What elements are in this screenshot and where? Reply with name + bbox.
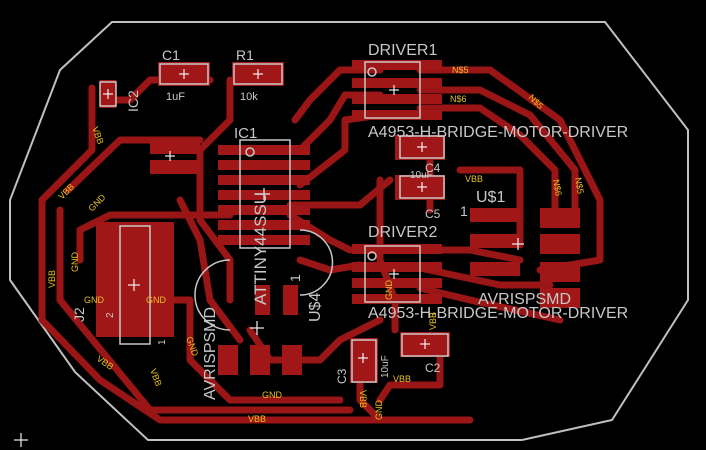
label-u1: U$1 [476, 189, 505, 206]
net-gnd-7: GND [384, 280, 394, 301]
label-ic1-part: ATTINY44SSU [251, 192, 270, 305]
copper-pads [96, 60, 580, 383]
label-c4-value: 10uF [410, 170, 433, 181]
label-ic2: IC2 [125, 90, 141, 112]
label-u4: U$4 [307, 293, 324, 322]
net-vbb-6: VBB [248, 414, 266, 424]
label-c5: C5 [425, 207, 441, 221]
label-pin-one: 1 [460, 203, 468, 219]
net-vbb-7: VBB [465, 174, 483, 184]
label-avrispsmd-right: AVRISPSMD [478, 291, 571, 308]
net-vbb-5: VBB [148, 367, 164, 387]
label-j2: J2 [71, 307, 87, 322]
label-ic1: IC1 [234, 125, 257, 142]
label-driver1-part: A4953-H-BRIDGE-MOTOR-DRIVER [368, 124, 628, 141]
label-driver2-part: A4953-H-BRIDGE-MOTOR-DRIVER [368, 305, 628, 322]
label-c1-value: 1uF [166, 91, 185, 103]
label-c1: C1 [162, 47, 180, 63]
net-gnd-4: GND [146, 295, 167, 305]
net-vbb-10: VBB [358, 390, 368, 408]
label-avrispsmd-left: AVRISPSMD [202, 307, 219, 400]
net-n6-1: N$6 [450, 94, 467, 104]
net-gnd-1: GND [86, 192, 108, 214]
label-j2-pin2: 2 [105, 312, 116, 318]
origin-marks [14, 69, 524, 447]
net-n5-1: N$5 [452, 65, 469, 75]
label-r1-value: 10k [240, 91, 258, 103]
label-driver1: DRIVER1 [368, 42, 437, 59]
label-c4: C4 [425, 161, 441, 175]
net-n6-2: N$6 [551, 179, 564, 197]
label-c3: C3 [335, 368, 349, 384]
net-gnd-6: GND [262, 390, 283, 400]
label-c2: C2 [425, 361, 441, 375]
net-gnd-3: GND [84, 295, 105, 305]
board-outline [9, 21, 689, 441]
label-j2-pin1: 1 [157, 339, 168, 345]
net-gnd-8: GND [374, 400, 384, 421]
net-vbb-8: VBB [428, 312, 438, 330]
net-vbb-9: VBB [393, 374, 411, 384]
net-n5-3: N$5 [573, 177, 586, 195]
silkscreen-outlines [99, 61, 449, 383]
label-r1: R1 [236, 47, 254, 63]
copper-traces [38, 66, 604, 424]
net-vbb-3: VBB [47, 270, 57, 288]
label-driver2: DRIVER2 [368, 224, 437, 241]
silkscreen-labels: C1 1uF R1 10k IC2 IC1 ATTINY44SSU DRIVER… [71, 42, 628, 400]
net-gnd-2: GND [70, 252, 80, 273]
label-u4-pin: 1 [287, 274, 303, 282]
label-c3-value: 10uF [380, 355, 391, 378]
